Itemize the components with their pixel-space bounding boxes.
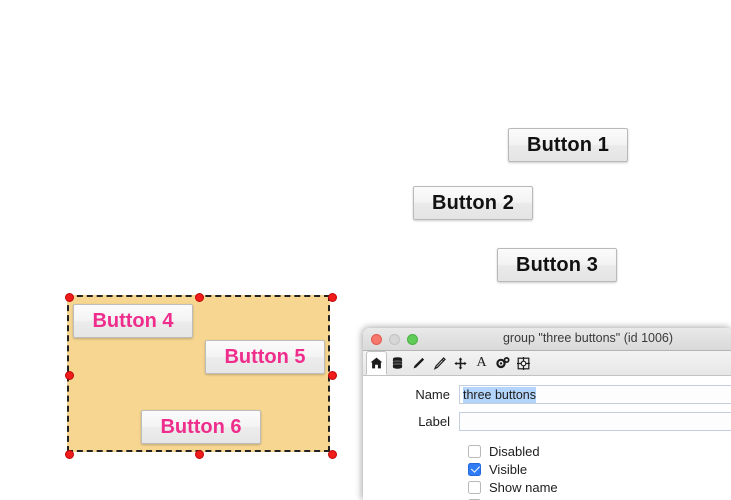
button-6[interactable]: Button 6 (141, 410, 261, 444)
object-inspector-window[interactable]: group "three buttons" (id 1006) (363, 328, 731, 500)
name-field-label: Name (363, 387, 459, 402)
field-row-label: Label (363, 411, 731, 432)
handle-bottom-right[interactable] (328, 450, 337, 459)
name-input-value: three buttons (463, 387, 536, 403)
checkbox-row-3d[interactable]: 3-D (363, 496, 731, 500)
inspector-form: Name three buttons Label Disabled Visibl… (363, 376, 731, 500)
gears-icon[interactable] (492, 351, 513, 375)
checkbox-label-show-name: Show name (489, 480, 558, 495)
handle-bottom-left[interactable] (65, 450, 74, 459)
window-titlebar[interactable]: group "three buttons" (id 1006) (363, 328, 731, 351)
checkbox-visible[interactable] (468, 463, 481, 476)
checkbox-disabled[interactable] (468, 445, 481, 458)
text-icon[interactable]: A (471, 351, 492, 375)
selected-group-three-buttons[interactable]: Button 4 Button 5 Button 6 (67, 295, 330, 452)
handle-bottom-center[interactable] (195, 450, 204, 459)
pencil-icon[interactable] (408, 351, 429, 375)
wand-icon[interactable] (429, 351, 450, 375)
button-1[interactable]: Button 1 (508, 128, 628, 162)
checkbox-row-visible[interactable]: Visible (363, 460, 731, 478)
move-icon[interactable] (450, 351, 471, 375)
label-input[interactable] (459, 412, 731, 431)
button-3[interactable]: Button 3 (497, 248, 617, 282)
label-field-label: Label (363, 414, 459, 429)
handle-top-left[interactable] (65, 293, 74, 302)
handle-top-right[interactable] (328, 293, 337, 302)
checkbox-show-name[interactable] (468, 481, 481, 494)
checkbox-label-disabled: Disabled (489, 444, 540, 459)
checkbox-label-visible: Visible (489, 462, 527, 477)
inspector-toolbar[interactable]: A (363, 351, 731, 376)
button-5[interactable]: Button 5 (205, 340, 325, 374)
name-input[interactable]: three buttons (459, 385, 731, 404)
home-icon[interactable] (366, 351, 387, 375)
button-2[interactable]: Button 2 (413, 186, 533, 220)
checkbox-row-disabled[interactable]: Disabled (363, 442, 731, 460)
checkbox-row-show-name[interactable]: Show name (363, 478, 731, 496)
handle-middle-right[interactable] (328, 371, 337, 380)
handle-top-center[interactable] (195, 293, 204, 302)
field-row-name: Name three buttons (363, 384, 731, 405)
button-4[interactable]: Button 4 (73, 304, 193, 338)
window-title: group "three buttons" (id 1006) (363, 331, 731, 345)
handle-middle-left[interactable] (65, 371, 74, 380)
layers-icon[interactable] (387, 351, 408, 375)
crosshair-icon[interactable] (513, 351, 534, 375)
